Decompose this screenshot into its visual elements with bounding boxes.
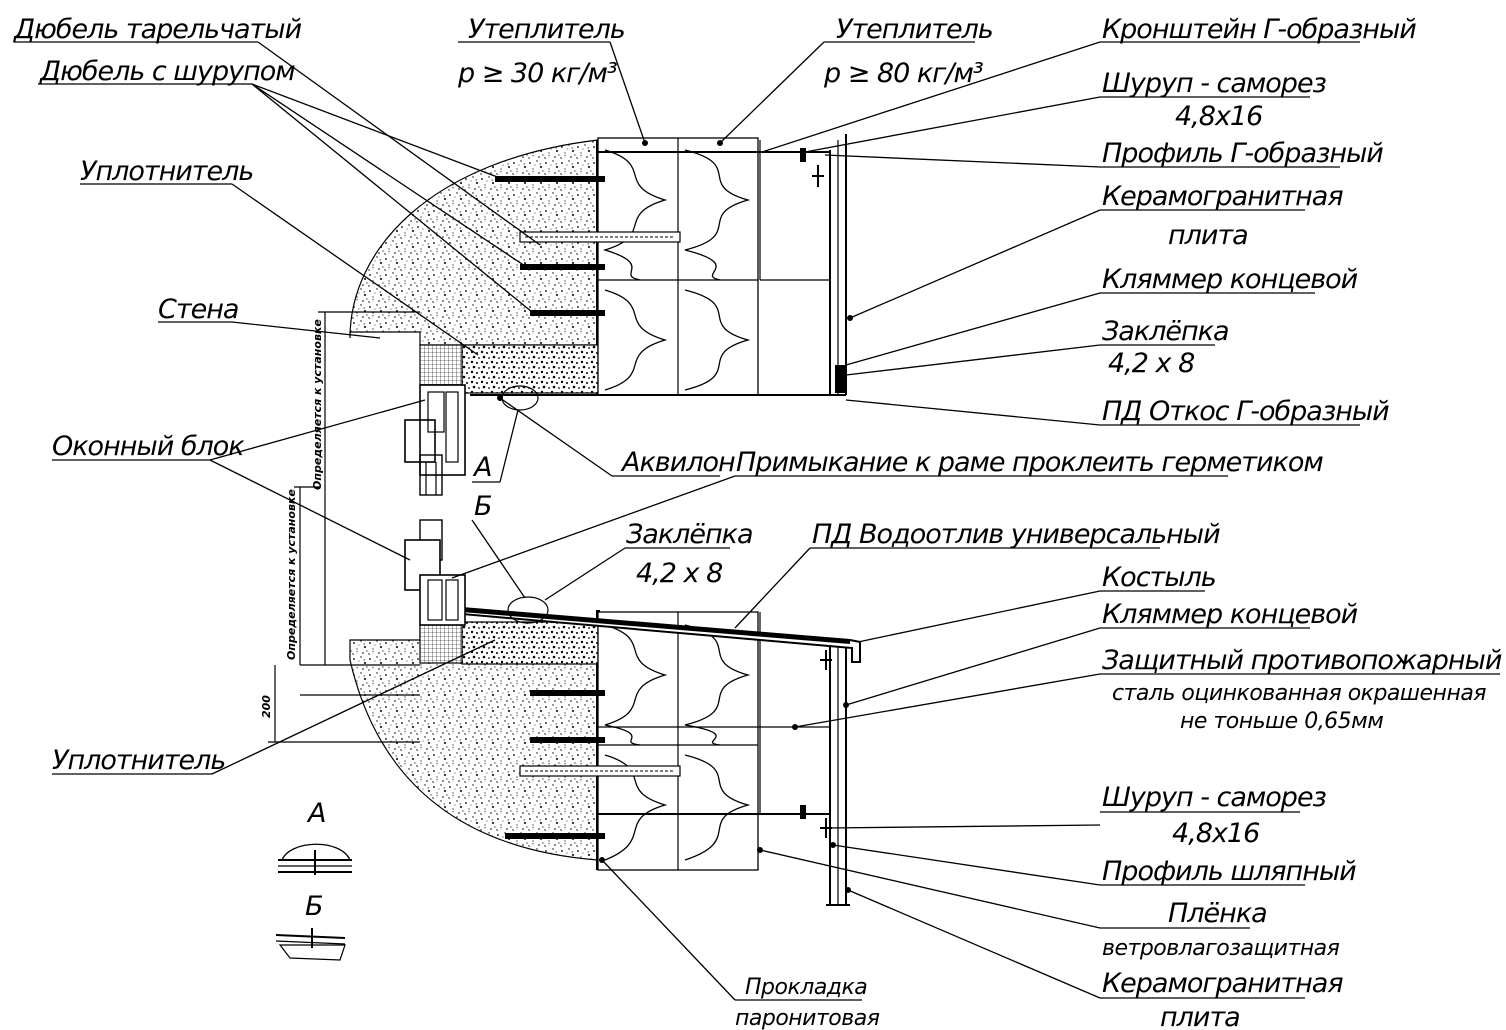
label-rivet-mid: Заклёпка [626, 519, 753, 550]
label-dowel-plate: Дюбель тарельчатый [13, 14, 302, 45]
label-gasket-1: Прокладка [745, 975, 867, 1000]
label-profile-hat: Профиль шляпный [1102, 856, 1356, 887]
label-ceramic-top-1: Керамогранитная [1102, 181, 1343, 212]
label-sealant-bottom: Уплотнитель [52, 745, 225, 776]
label-profile-l: Профиль Г-образный [1102, 138, 1383, 169]
label-insul-80-density: p ≥ 80 кг/м³ [823, 58, 983, 89]
label-insul-80: Утеплитель [836, 14, 993, 45]
drip-sill [461, 606, 861, 663]
label-ceramic-bottom-2: плита [1160, 1002, 1240, 1030]
dim-vertical-1: Определяется к установке [311, 319, 324, 490]
label-detail-b: Б [305, 891, 323, 922]
bottom-bracket-profile [598, 612, 850, 906]
label-gasket-2: паронитовая [735, 1006, 880, 1030]
label-adjoin-note: Примыкание к раме проклеить герметиком [736, 447, 1323, 478]
label-insul-30-density: p ≥ 30 кг/м³ [457, 58, 617, 89]
bottom-insulation [597, 611, 759, 871]
label-detail-a: А [306, 798, 325, 829]
label-bracket-l: Кронштейн Г-образный [1102, 14, 1416, 45]
bottom-grid-block [419, 624, 463, 664]
leader-dots [497, 140, 853, 893]
label-fire-screen-note-1: сталь оцинкованная окрашенная [1112, 681, 1486, 706]
top-dowels [495, 176, 681, 316]
label-pd-slope: ПД Откос Г-образный [1102, 396, 1389, 427]
label-akvilon: Аквилон [620, 447, 735, 478]
label-rivet-top-size: 4,2 х 8 [1108, 348, 1194, 379]
bottom-dowels [505, 690, 681, 839]
label-screw-top-size: 4,8х16 [1175, 101, 1262, 132]
top-grid-block [419, 344, 463, 386]
detail-view-b [275, 928, 346, 961]
label-clamp-top: Кляммер концевой [1102, 264, 1358, 295]
dim-vertical-2: Определяется к установке [285, 489, 298, 660]
label-screw-top: Шуруп - саморез [1102, 68, 1327, 99]
label-insul-30: Утеплитель [468, 14, 625, 45]
top-bracket-profile [470, 134, 847, 396]
bottom-dim-line [268, 665, 420, 743]
label-rivet-mid-size: 4,2 х 8 [636, 558, 722, 589]
leader-lines [14, 41, 1500, 1001]
label-film-1: Плёнка [1168, 898, 1267, 929]
label-sealant-top: Уплотнитель [80, 156, 253, 187]
label-mark-a: А [472, 452, 491, 483]
callout-b [507, 596, 549, 624]
label-film-2: ветровлагозащитная [1102, 936, 1340, 961]
label-fire-screen-note-2: не тоньше 0,65мм [1180, 709, 1383, 734]
label-pd-drip: ПД Водоотлив универсальный [812, 519, 1220, 550]
label-crutch: Костыль [1102, 562, 1216, 593]
label-rivet-top: Заклёпка [1102, 316, 1229, 347]
label-ceramic-bottom-1: Керамогранитная [1102, 968, 1343, 999]
bottom-window-frame [404, 519, 466, 626]
dim-200: 200 [260, 695, 273, 718]
label-fire-screen: Защитный противопожарный экран [1102, 645, 1506, 676]
label-window-block: Оконный блок [52, 431, 245, 462]
bottom-sealant-block [461, 621, 599, 665]
labels: Дюбель тарельчатый Дюбель с шурупом Утеп… [13, 14, 1506, 1030]
label-dowel-screw: Дюбель с шурупом [39, 56, 295, 87]
top-insulation [597, 137, 759, 396]
label-clamp-bottom: Кляммер концевой [1102, 599, 1358, 630]
label-ceramic-top-2: плита [1168, 220, 1248, 251]
label-screw-bottom-size: 4,8х16 [1172, 818, 1259, 849]
label-mark-b: Б [474, 491, 492, 522]
label-screw-bottom: Шуруп - саморез [1102, 782, 1327, 813]
detail-view-a [278, 843, 352, 875]
top-window-frame [404, 384, 466, 496]
label-wall: Стена [158, 294, 238, 325]
top-sealant-block [461, 344, 599, 394]
